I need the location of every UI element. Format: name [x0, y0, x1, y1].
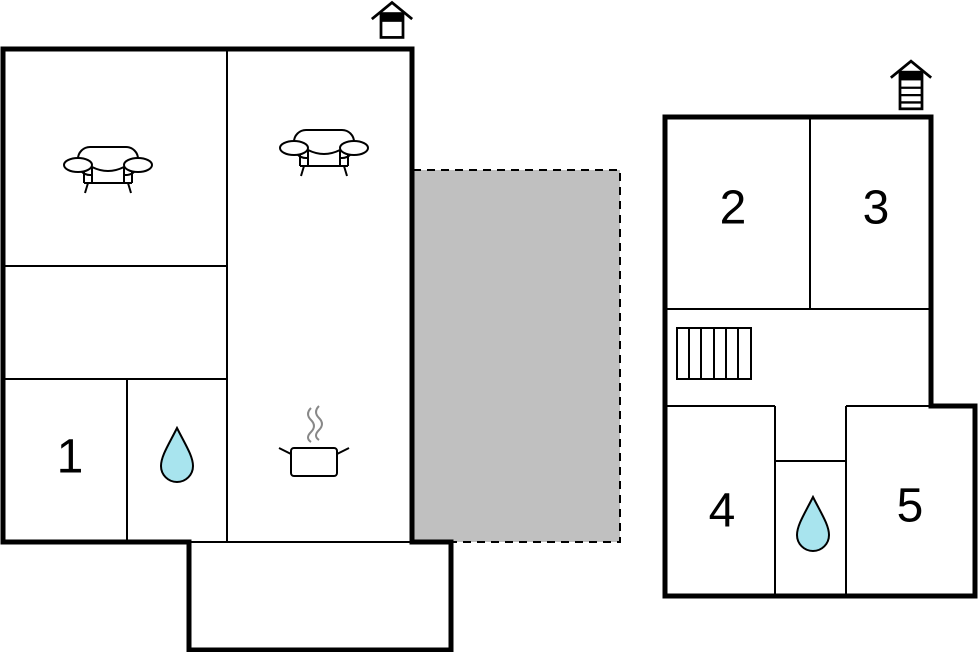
ground-floor: 1: [0, 1, 621, 652]
room-number-4: 4: [709, 485, 736, 538]
entrance-icon: [889, 59, 933, 111]
terrace: [412, 169, 621, 543]
room-number-5: 5: [897, 480, 924, 533]
room-number-3: 3: [863, 182, 890, 235]
upper-floor: 2 3 4 5: [662, 59, 978, 599]
stairs-icon: [676, 327, 752, 380]
ground-floor-interior-walls: [3, 49, 412, 543]
entrance-icon: [370, 1, 414, 39]
upper-floor-interior-walls: [665, 117, 931, 596]
room-number-1: 1: [57, 431, 84, 484]
upper-floor-outer-wall: [662, 114, 978, 599]
room-number-2: 2: [720, 182, 747, 235]
